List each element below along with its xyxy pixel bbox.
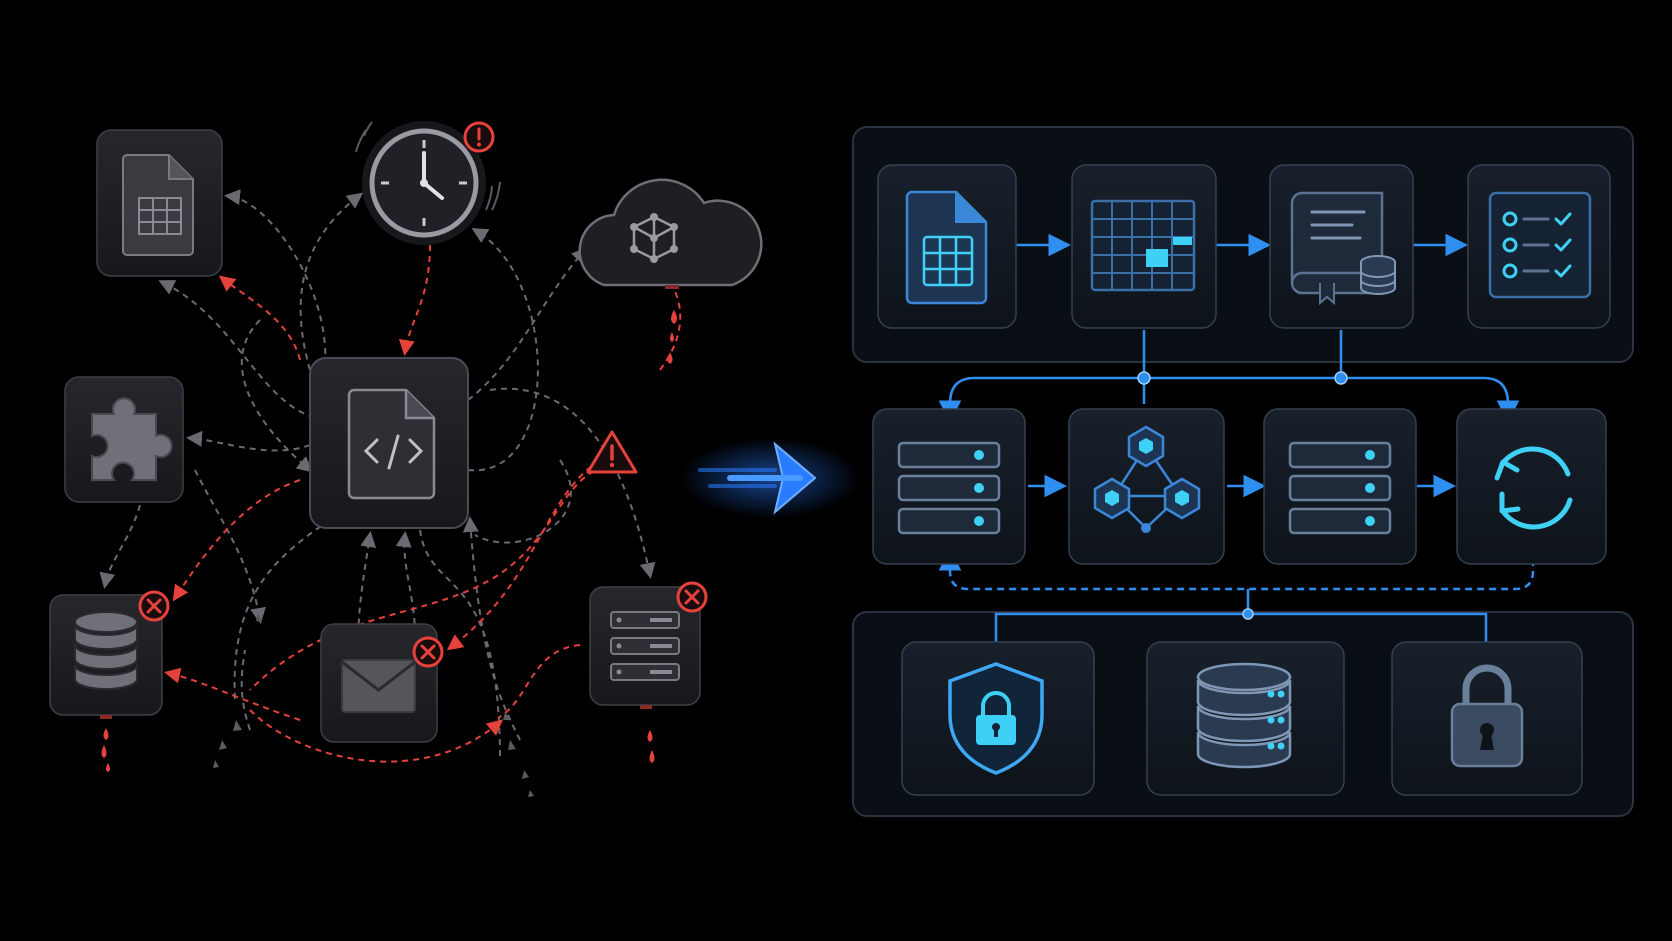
cloud-leak-drops: [665, 285, 679, 364]
clock-icon: [369, 128, 479, 238]
spreadsheet-file-step: [877, 164, 1017, 329]
database-server-tile: [1146, 641, 1345, 796]
connector-junctions: [1137, 371, 1348, 620]
server-node: [589, 581, 708, 763]
shield-lock-tile: [901, 641, 1095, 796]
server-leak-drops: [640, 705, 655, 763]
transition-arrow: [680, 438, 860, 518]
padlock-icon: [1450, 664, 1524, 768]
warning-triangle-icon: [586, 430, 638, 474]
spreadsheet-file-node: [96, 129, 223, 277]
database-leak-drops: [100, 715, 112, 772]
book-database-icon: [1290, 191, 1396, 306]
server-stack-step-1: [872, 408, 1026, 565]
catalog-book-step: [1269, 164, 1414, 329]
padlock-tile: [1391, 641, 1583, 796]
server-stack-icon: [1288, 441, 1392, 535]
envelope-icon: [341, 659, 416, 713]
hexagon-network-icon: [1093, 425, 1201, 533]
code-file-icon: [347, 388, 436, 500]
code-file-node: [309, 357, 469, 529]
clock-node: [355, 121, 501, 245]
cloud-network-node: [578, 178, 763, 364]
node-graph-step: [1068, 408, 1225, 565]
database-server-icon: [1196, 662, 1292, 769]
warning-node: [586, 430, 638, 474]
database-error-icon: [138, 590, 170, 622]
clock-alert-icon: [463, 121, 495, 153]
server-stack-step-2: [1263, 408, 1417, 565]
data-grid-icon: [1090, 199, 1196, 292]
server-error-icon: [676, 581, 708, 613]
puzzle-piece-icon: [91, 397, 173, 481]
spreadsheet-file-icon: [905, 190, 988, 305]
puzzle-node: [64, 376, 184, 503]
database-node: [49, 590, 170, 772]
email-error-icon: [412, 636, 444, 668]
checklist-step: [1467, 164, 1611, 329]
email-node: [320, 623, 444, 743]
spreadsheet-file-icon: [122, 154, 194, 256]
arrow-right-icon: [698, 441, 817, 515]
data-grid-step: [1071, 164, 1217, 329]
cloud-network-icon: [578, 178, 763, 287]
shield-lock-icon: [948, 662, 1044, 775]
database-icon: [74, 611, 138, 690]
server-rack-icon: [610, 611, 680, 681]
server-stack-icon: [897, 441, 1001, 535]
messy-connections: [99, 189, 682, 797]
refresh-cycle-icon: [1494, 446, 1573, 530]
sync-step: [1456, 408, 1607, 565]
checklist-icon: [1488, 191, 1592, 299]
